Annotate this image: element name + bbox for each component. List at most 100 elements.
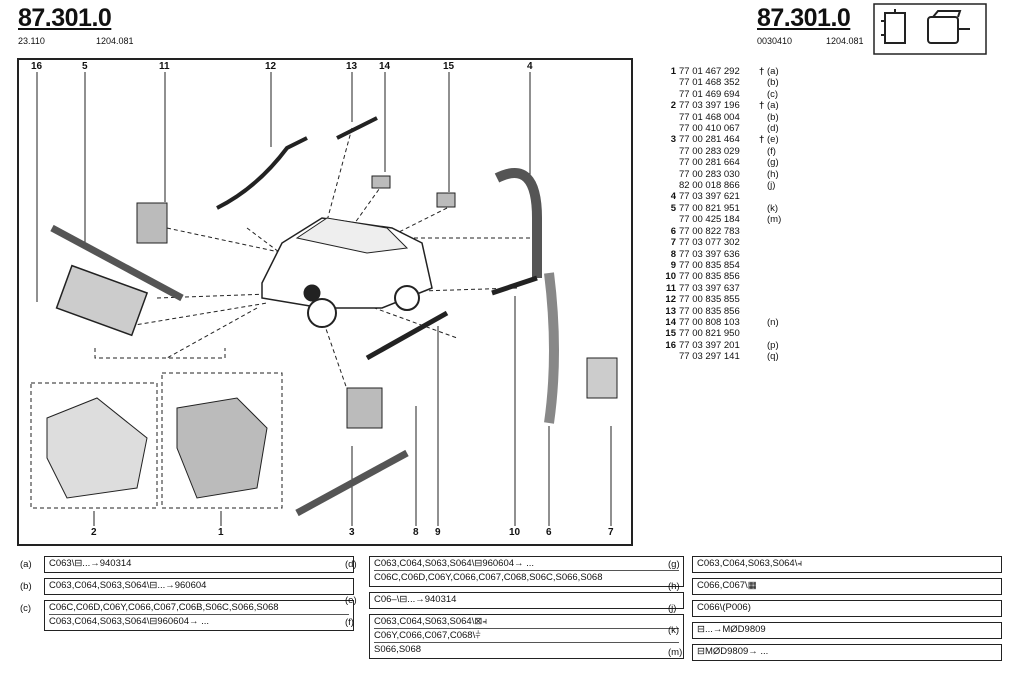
part-reference: 82 00 018 866 bbox=[679, 180, 740, 192]
note-line: C06C,C06D,C06Y,C066,C067,C06B,S06C,S066,… bbox=[49, 602, 349, 615]
part-reference: 77 00 410 067 bbox=[679, 123, 740, 135]
callout-bottom: 6 bbox=[546, 527, 552, 538]
note-line: C06–\⊟...→940314 bbox=[374, 594, 457, 605]
note-row: (m)⊟MØD9809→ ... bbox=[668, 644, 1002, 661]
part-item-number bbox=[660, 77, 676, 88]
note-label: (f) bbox=[345, 617, 354, 628]
part-item-number: 10 bbox=[665, 271, 676, 283]
part-row: 77 03 297 141 (q) bbox=[660, 351, 781, 362]
note-label: (d) bbox=[345, 559, 357, 570]
diagram-art bbox=[30, 72, 618, 526]
part-item-number bbox=[660, 351, 676, 362]
dagger-mark bbox=[759, 77, 767, 88]
callout-top: 11 bbox=[159, 61, 170, 72]
note-box: C066,C067\▦ bbox=[692, 578, 1002, 595]
note-label: (h) bbox=[668, 581, 680, 592]
part-row: 77 00 281 664(g) bbox=[660, 157, 781, 168]
dagger-mark bbox=[759, 237, 767, 248]
dagger-mark: † bbox=[759, 66, 765, 77]
note-line: C063,C064,S063,S064\⊟960604→ ... bbox=[49, 616, 210, 627]
dagger-mark bbox=[759, 89, 767, 100]
callout-bottom: 2 bbox=[91, 527, 97, 538]
part-reference: 77 00 821 950 bbox=[679, 328, 740, 340]
part-reference: 77 01 468 004 bbox=[679, 111, 740, 123]
note-box: C06–\⊟...→940314 bbox=[369, 592, 684, 609]
dagger-mark bbox=[759, 203, 767, 214]
part-reference: 77 00 281 464 bbox=[679, 134, 740, 146]
part-item-number bbox=[660, 146, 676, 157]
part-note-ref: (h) bbox=[767, 168, 779, 180]
note-line: C063\⊟...→940314 bbox=[49, 558, 132, 569]
dagger-mark bbox=[759, 180, 767, 191]
dagger-mark bbox=[759, 169, 767, 180]
dagger-mark: † bbox=[759, 100, 765, 112]
part-item-number: 8 bbox=[670, 248, 676, 260]
dagger-mark bbox=[759, 317, 767, 328]
exploded-diagram bbox=[17, 58, 633, 546]
note-label: (a) bbox=[20, 559, 32, 570]
part-row: 82 00 018 866 (j) bbox=[660, 180, 781, 191]
note-box: C063,C064,S063,S064\⊟960604→ ...C06C,C06… bbox=[369, 556, 684, 587]
part-reference: 77 03 397 636 bbox=[679, 248, 740, 260]
notes-column-3: (g)C063,C064,S063,S064\⫞ (h) C066,C067\▦ (j… bbox=[668, 556, 1002, 666]
note-row: (e) C06–\⊟...→940314 bbox=[345, 592, 684, 609]
dagger-mark bbox=[759, 112, 767, 123]
part-reference: 77 00 835 855 bbox=[679, 294, 740, 306]
note-row: (a) C063\⊟...→940314 bbox=[20, 556, 354, 573]
note-box: C063,C064,S063,S064\⊠⫞C06Y,C066,C067,C06… bbox=[369, 614, 684, 659]
dagger-mark bbox=[759, 226, 767, 237]
note-line: C066,C067\▦ bbox=[697, 580, 757, 591]
dagger-mark bbox=[759, 328, 767, 339]
callout-top: 12 bbox=[265, 61, 277, 72]
part-item-number: 5 bbox=[670, 202, 676, 214]
dagger-mark bbox=[759, 249, 767, 260]
note-box: C066\(P006) bbox=[692, 600, 1002, 617]
part-item-number bbox=[660, 123, 676, 134]
note-line: C063,C064,S063,S064\⊟960604→ ... bbox=[374, 558, 679, 571]
part-reference: 77 01 469 694 bbox=[679, 88, 740, 100]
part-note-ref: (c) bbox=[767, 88, 779, 100]
part-row: 77 00 283 029 (f) bbox=[660, 146, 781, 157]
note-row: (j)C066\(P006) bbox=[668, 600, 1002, 617]
part-reference: 77 03 297 141 bbox=[679, 351, 740, 363]
note-row: (g)C063,C064,S063,S064\⫞ bbox=[668, 556, 1002, 573]
part-reference: 77 00 283 029 bbox=[679, 145, 740, 157]
dagger-mark bbox=[759, 191, 767, 202]
part-note-ref: (f) bbox=[767, 145, 776, 157]
part-item-number: 16 bbox=[665, 339, 676, 351]
part-note-ref: (n) bbox=[767, 316, 779, 328]
part-item-number bbox=[660, 157, 676, 168]
part-reference: 77 00 835 854 bbox=[679, 259, 740, 271]
note-label: (m) bbox=[668, 647, 683, 658]
part-reference: 77 03 397 621 bbox=[679, 191, 740, 203]
callout-top: 15 bbox=[443, 61, 455, 72]
callout-bottom: 3 bbox=[349, 527, 355, 538]
part-note-ref: (k) bbox=[767, 202, 779, 214]
callout-top: 4 bbox=[527, 61, 533, 72]
part-note-ref: (j) bbox=[767, 180, 776, 192]
note-line: C066\(P006) bbox=[697, 602, 751, 613]
note-label: (e) bbox=[345, 595, 357, 606]
dagger-mark bbox=[759, 294, 767, 305]
notes-column-1: (a)C063\⊟...→940314(b)C063,C064,S063,S06… bbox=[20, 556, 354, 636]
dagger-mark bbox=[759, 260, 767, 271]
part-reference: 77 03 397 201 bbox=[679, 339, 740, 351]
part-reference: 77 00 283 030 bbox=[679, 168, 740, 180]
callout-bottom: 10 bbox=[509, 527, 521, 538]
part-reference: 77 00 835 856 bbox=[679, 305, 740, 317]
dagger-mark bbox=[759, 306, 767, 317]
note-line: ⊟...→MØD9809 bbox=[697, 624, 766, 635]
part-item-number: 7 bbox=[670, 237, 676, 249]
part-note-ref: (q) bbox=[767, 351, 779, 363]
part-note-ref: (m) bbox=[767, 214, 782, 226]
part-row: 77 00 283 030 (h) bbox=[660, 169, 781, 180]
